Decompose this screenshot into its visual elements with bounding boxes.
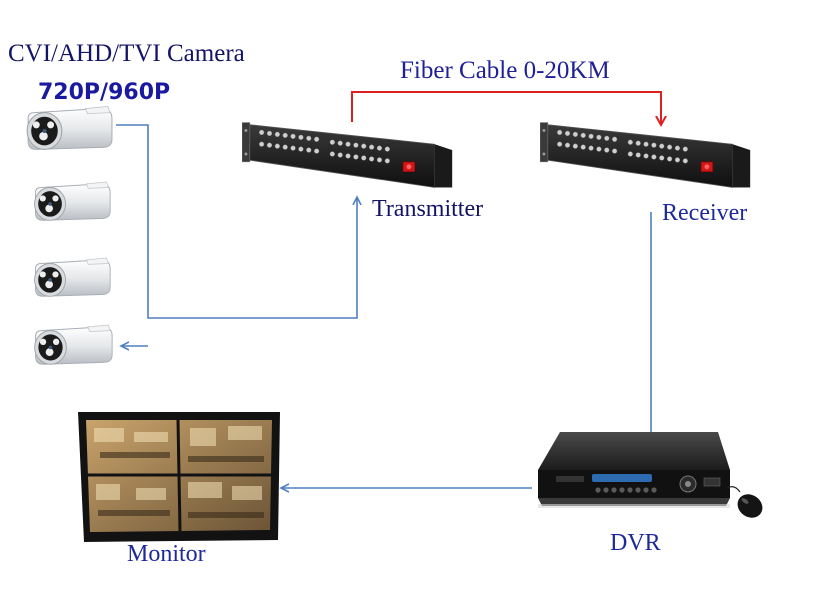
fiber-cable-label: Fiber Cable 0-20KM	[400, 57, 610, 84]
transmitter-label: Transmitter	[372, 196, 484, 222]
receiver-label: Receiver	[662, 200, 748, 226]
monitor-icon	[78, 412, 280, 542]
bullet-camera-icon	[34, 324, 113, 365]
fiber-cable-connector	[351, 91, 661, 124]
camera-title: CVI/AHD/TVI Camera	[8, 40, 245, 67]
mouse-icon	[727, 486, 763, 518]
dvr-label: DVR	[610, 530, 661, 556]
camera-group	[26, 105, 113, 365]
bullet-camera-icon	[26, 105, 113, 150]
resolution-label: 720P/960P	[38, 80, 171, 105]
monitor-label: Monitor	[127, 541, 206, 567]
camera-to-transmitter-connector	[116, 124, 357, 346]
fiber-rack-receiver-icon	[540, 122, 751, 188]
dvr-icon	[538, 432, 730, 508]
bullet-camera-icon	[34, 257, 111, 297]
fiber-rack-transmitter-icon	[242, 122, 453, 188]
bullet-camera-icon	[34, 181, 111, 221]
